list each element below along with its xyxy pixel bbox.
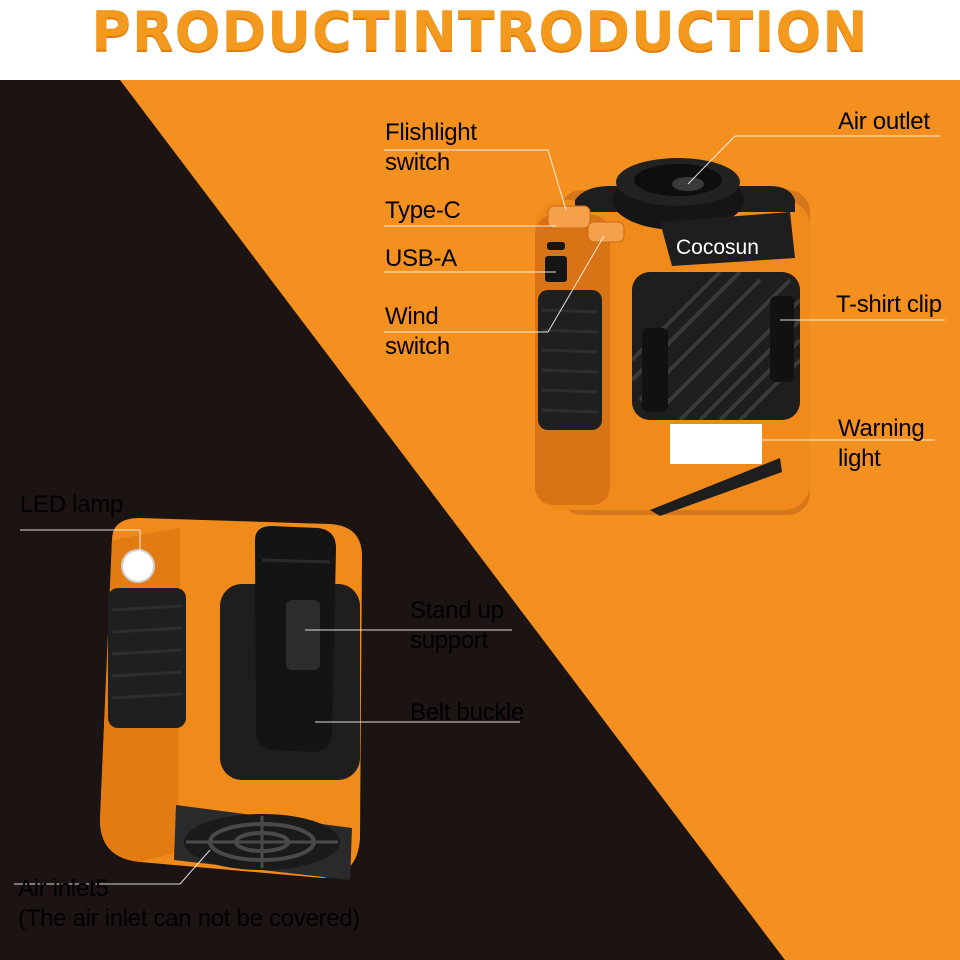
- warning-light-strip: [670, 424, 762, 464]
- fan-back-view: [100, 518, 362, 880]
- brand-name: Cocosun: [676, 236, 759, 259]
- label-warning-light: Warning light: [838, 415, 925, 472]
- air-inlet-grille: [174, 805, 352, 880]
- label-tshirt-clip: T-shirt clip: [836, 291, 942, 318]
- stand-up-support: [286, 600, 320, 670]
- belt-buckle-clip: [255, 526, 336, 752]
- label-belt-buckle: Belt buckle: [410, 699, 525, 726]
- label-air-outlet: Air outlet: [838, 108, 930, 135]
- label-led-lamp: LED lamp: [20, 491, 123, 518]
- label-usb-a: USB-A: [385, 245, 457, 272]
- wind-switch-button: [587, 221, 625, 243]
- product-panel: Cocosun: [0, 80, 960, 960]
- label-stand-up-support: Stand up support: [410, 597, 504, 654]
- back-side-grip: [108, 588, 186, 728]
- label-wind-switch: Wind switch: [385, 303, 450, 360]
- page-title: PRODUCTINTRODUCTION: [91, 0, 869, 63]
- label-air-inlet: Air inlet5 (The air inlet can not be cov…: [18, 875, 360, 932]
- leader-lines: [14, 135, 945, 885]
- type-c-port: [547, 242, 565, 250]
- side-grip: [538, 290, 602, 430]
- label-flashlight-switch: Flishlight switch: [385, 119, 477, 176]
- label-type-c: Type-C: [385, 197, 461, 224]
- led-lamp-light: [121, 549, 155, 583]
- fan-front-view: Cocosun: [535, 158, 810, 516]
- flashlight-switch-button: [547, 205, 591, 229]
- usb-a-port: [545, 256, 567, 282]
